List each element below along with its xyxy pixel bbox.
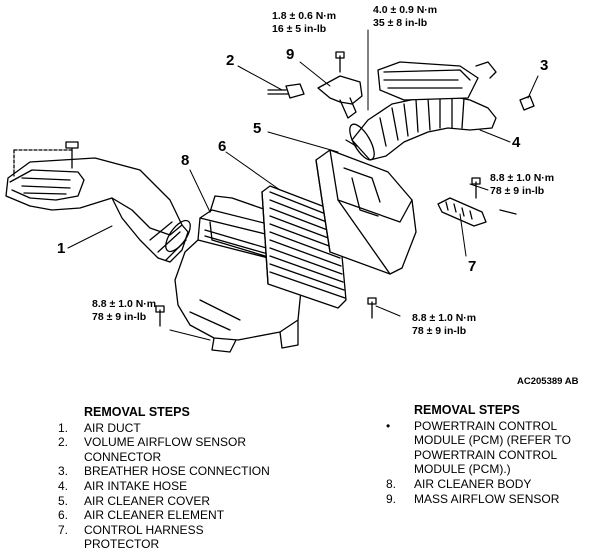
callout-8: 8 (181, 152, 190, 169)
removal-steps-left: REMOVAL STEPS 1. AIR DUCT 2. VOLUME AIRFLO… (58, 405, 298, 552)
torque-spec-body-right: 8.8 ± 1.0 N·m 78 ± 9 in-lb (412, 312, 476, 338)
callout-5: 5 (253, 120, 262, 137)
list-item: 7. CONTROL HARNESS PROTECTOR (58, 523, 298, 552)
callout-2: 2 (226, 52, 235, 69)
callout-7: 7 (468, 258, 477, 275)
step-number: 3. (58, 464, 69, 479)
list-item: 6. AIR CLEANER ELEMENT (58, 508, 298, 523)
step-text: POWERTRAIN CONTROL MODULE (PCM) (REFER T… (414, 418, 571, 477)
list-item: 1. AIR DUCT (58, 421, 298, 436)
step-text: MASS AIRFLOW SENSOR (414, 491, 560, 506)
callout-9: 9 (286, 46, 295, 63)
torque-spec-9: 1.8 ± 0.6 N·m 16 ± 5 in-lb (272, 10, 336, 36)
sensor-connector-drawing (267, 83, 305, 99)
step-text: VOLUME AIRFLOW SENSOR CONNECTOR (84, 435, 247, 464)
callout-6: 6 (218, 138, 227, 155)
step-number: 9. (386, 491, 397, 506)
step-text: AIR INTAKE HOSE (84, 478, 188, 493)
list-item: 9. MASS AIRFLOW SENSOR (386, 492, 596, 507)
torque-nm: 8.8 ± 1.0 N·m (412, 312, 477, 324)
step-number: 7. (58, 522, 69, 537)
callout-3: 3 (540, 57, 549, 74)
step-number: 2. (58, 435, 69, 450)
torque-nm: 8.8 ± 1.0 N·m (490, 172, 555, 184)
step-text: CONTROL HARNESS PROTECTOR (84, 522, 204, 552)
step-text: AIR CLEANER BODY (414, 476, 532, 491)
figure-code: AC205389 AB (517, 376, 579, 387)
step-number: 6. (58, 508, 69, 523)
torque-inlb: 16 ± 5 in-lb (272, 23, 327, 35)
torque-nm: 4.0 ± 0.9 N·m (373, 4, 438, 16)
callout-1: 1 (57, 240, 66, 257)
step-text: AIR CLEANER COVER (84, 493, 211, 508)
bullet-icon: • (386, 418, 391, 433)
mass-airflow-sensor-drawing (317, 51, 363, 119)
harness-protector-drawing (437, 177, 517, 227)
steps-heading: REMOVAL STEPS (414, 403, 520, 417)
callout-4: 4 (512, 134, 521, 151)
air-intake-hose-drawing (349, 29, 535, 161)
step-text: AIR CLEANER ELEMENT (84, 508, 225, 523)
step-number: 5. (58, 493, 69, 508)
step-number: 1. (58, 420, 69, 435)
torque-nm: 8.8 ± 1.0 N·m (92, 298, 157, 310)
list-item: 3. BREATHER HOSE CONNECTION (58, 464, 298, 479)
step-number: 4. (58, 478, 69, 493)
torque-nm: 1.8 ± 0.6 N·m (272, 10, 337, 22)
torque-inlb: 78 ± 9 in-lb (412, 325, 467, 337)
torque-inlb: 35 ± 8 in-lb (373, 17, 428, 29)
list-item: 2. VOLUME AIRFLOW SENSOR CONNECTOR (58, 435, 298, 464)
torque-spec-4: 4.0 ± 0.9 N·m 35 ± 8 in-lb (373, 4, 437, 30)
list-item: 4. AIR INTAKE HOSE (58, 479, 298, 494)
torque-inlb: 78 ± 9 in-lb (490, 185, 545, 197)
step-text: BREATHER HOSE CONNECTION (84, 464, 270, 479)
step-number: 8. (386, 476, 397, 491)
steps-heading: REMOVAL STEPS (84, 405, 190, 419)
torque-inlb: 78 ± 9 in-lb (92, 311, 147, 323)
exploded-view-diagram (5, 29, 539, 353)
list-item: 8. AIR CLEANER BODY (386, 477, 596, 492)
list-item: • POWERTRAIN CONTROL MODULE (PCM) (REFER … (386, 419, 596, 477)
removal-steps-right: REMOVAL STEPS • POWERTRAIN CONTROL MODULE… (386, 403, 596, 506)
torque-spec-body-left: 8.8 ± 1.0 N·m 78 ± 9 in-lb (92, 298, 156, 324)
list-item: 5. AIR CLEANER COVER (58, 494, 298, 509)
step-text: AIR DUCT (84, 420, 141, 435)
torque-spec-7: 8.8 ± 1.0 N·m 78 ± 9 in-lb (490, 172, 554, 198)
air-duct-drawing (5, 141, 191, 263)
